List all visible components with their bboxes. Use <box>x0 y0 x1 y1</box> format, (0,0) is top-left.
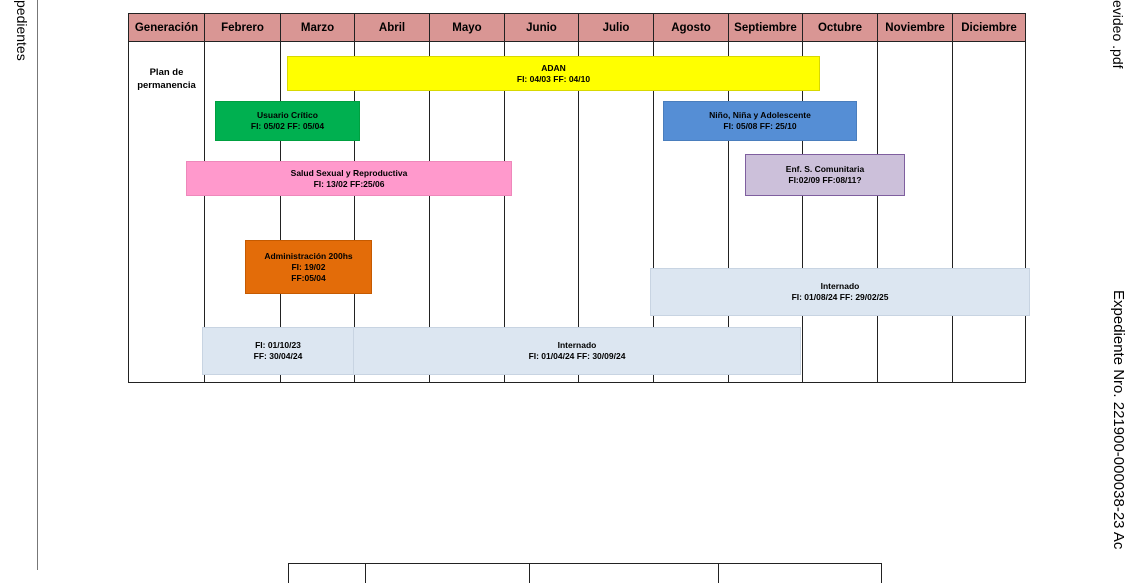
bar-adan-dates: FI: 04/03 FF: 04/10 <box>516 73 591 84</box>
column-divider <box>653 42 654 382</box>
bar-internado-2025-title: Internado <box>820 281 860 291</box>
next-table-top <box>288 563 882 583</box>
header-junio: Junio <box>505 14 579 42</box>
bar-salud-sexual-dates: FI: 13/02 FF:25/06 <box>313 178 385 189</box>
bar-internado-2024-title: Internado <box>557 340 597 350</box>
bar-internado-2024-dates: FI: 01/04/24 FF: 30/09/24 <box>528 351 626 361</box>
header-noviembre: Noviembre <box>878 14 953 42</box>
right-margin-expediente: Expediente Nro. 221900-000038-23 Ac <box>1110 290 1127 550</box>
table-divider <box>365 564 366 583</box>
bar-nna-title: Niño, Niña y Adolescente <box>709 110 811 120</box>
bar-administracion-dates: FI: 19/02 <box>291 261 326 272</box>
bar-adan: ADAN FI: 04/03 FF: 04/10 <box>287 56 820 91</box>
bar-internado-2024: Internado FI: 01/04/24 FF: 30/09/24 <box>353 327 801 375</box>
bar-nna-dates: FI: 05/08 FF: 25/10 <box>723 121 797 131</box>
header-generacion: Generación <box>129 14 205 42</box>
bar-salud-sexual-title: Salud Sexual y Reproductiva <box>290 167 408 178</box>
left-margin-rule <box>37 0 38 570</box>
column-divider <box>429 42 430 382</box>
bar-salud-sexual: Salud Sexual y Reproductiva FI: 13/02 FF… <box>186 161 512 196</box>
bar-enf-comunitaria-dates: FI:02/09 FF:08/11? <box>788 175 862 185</box>
header-octubre: Octubre <box>803 14 878 42</box>
header-julio: Julio <box>579 14 654 42</box>
header-febrero: Febrero <box>205 14 281 42</box>
header-mayo: Mayo <box>430 14 505 42</box>
bar-administracion: Administración 200hs FI: 19/02 FF:05/04 <box>245 240 372 294</box>
header-abril: Abril <box>355 14 430 42</box>
bar-enf-comunitaria-title: Enf. S. Comunitaria <box>785 164 865 174</box>
gantt-chart: Generación Febrero Marzo Abril Mayo Juni… <box>128 13 1030 383</box>
column-divider <box>952 42 953 382</box>
bar-internado-2023-start: FI: 01/10/23 <box>255 340 301 350</box>
table-divider <box>718 564 719 583</box>
column-divider <box>728 42 729 382</box>
bar-adan-title: ADAN <box>541 62 566 73</box>
column-divider <box>877 42 878 382</box>
bar-internado-2023-end: FF: 30/04/24 <box>253 351 303 361</box>
bar-internado-2025: Internado FI: 01/08/24 FF: 29/02/25 <box>650 268 1030 316</box>
bar-usuario-critico-dates: FI: 05/02 FF: 05/04 <box>250 121 325 131</box>
bar-internado-2023: FI: 01/10/23 FF: 30/04/24 <box>202 327 354 375</box>
row-label-plan-permanencia: Plan de permanencia <box>137 67 196 91</box>
right-margin-filename: evideo .pdf <box>1110 0 1126 69</box>
column-divider <box>354 42 355 382</box>
column-divider <box>578 42 579 382</box>
bar-administracion-title: Administración 200hs <box>264 250 353 261</box>
bar-nino-nina-adolescente: Niño, Niña y Adolescente FI: 05/08 FF: 2… <box>663 101 857 141</box>
bar-internado-2025-dates: FI: 01/08/24 FF: 29/02/25 <box>791 292 889 302</box>
header-marzo: Marzo <box>281 14 355 42</box>
header-diciembre: Diciembre <box>953 14 1025 42</box>
table-divider <box>529 564 530 583</box>
column-divider <box>280 42 281 382</box>
column-divider <box>504 42 505 382</box>
bar-enf-comunitaria: Enf. S. Comunitaria FI:02/09 FF:08/11? <box>745 154 905 196</box>
column-divider <box>802 42 803 382</box>
left-margin-text: pedientes <box>14 0 30 61</box>
header-septiembre: Septiembre <box>729 14 803 42</box>
bar-usuario-critico-title: Usuario Crítico <box>257 110 318 120</box>
bar-usuario-critico: Usuario Crítico FI: 05/02 FF: 05/04 <box>215 101 360 141</box>
column-divider <box>204 42 205 382</box>
header-agosto: Agosto <box>654 14 729 42</box>
bar-administracion-dates2: FF:05/04 <box>291 272 326 283</box>
